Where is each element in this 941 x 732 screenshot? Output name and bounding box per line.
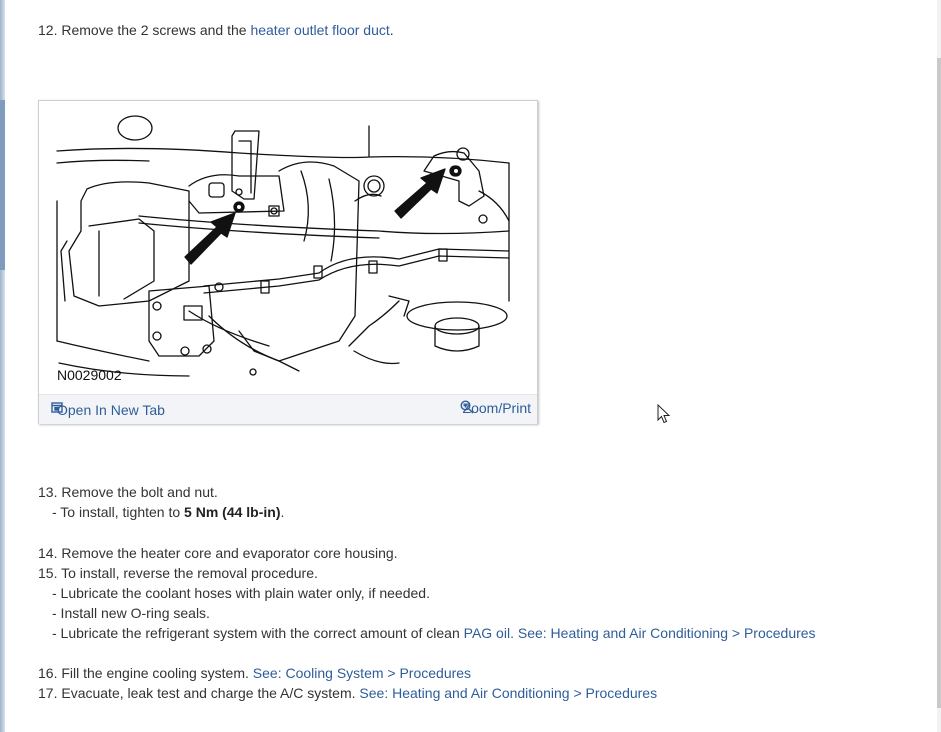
step-15-sub-3: - Lubricate the refrigerant system with …	[52, 623, 816, 643]
step-15-sub-3-sep: .	[510, 625, 518, 641]
step-12: 12. Remove the 2 screws and the heater o…	[38, 20, 394, 40]
step-13-text: 13. Remove the bolt and nut.	[38, 484, 218, 500]
step-14: 14. Remove the heater core and evaporato…	[38, 543, 398, 563]
step-17-text: 17. Evacuate, leak test and charge the A…	[38, 685, 360, 701]
left-frame-edge	[0, 0, 5, 732]
step-12-end: .	[389, 22, 394, 38]
procedure-figure: N0029002 Open In New Tab Zoom/Print	[38, 100, 538, 424]
vertical-scrollbar[interactable]	[937, 0, 941, 732]
cooling-system-procedures-link[interactable]: See: Cooling System > Procedures	[252, 665, 472, 681]
heater-outlet-floor-duct-link[interactable]: heater outlet floor duct	[250, 22, 390, 38]
step-14-text: 14. Remove the heater core and evaporato…	[38, 545, 398, 561]
step-17: 17. Evacuate, leak test and charge the A…	[38, 683, 657, 703]
zoom-print-button[interactable]: Zoom/Print	[460, 400, 531, 416]
left-frame-notch	[0, 100, 5, 270]
mouse-cursor-icon	[657, 403, 671, 427]
pag-oil-link[interactable]: PAG oil	[463, 625, 511, 641]
step-16: 16. Fill the engine cooling system. See:…	[38, 663, 471, 683]
step-16-text: 16. Fill the engine cooling system.	[38, 665, 253, 681]
open-in-new-tab-label: Open In New Tab	[57, 402, 165, 418]
zoom-print-label: Zoom/Print	[462, 400, 531, 416]
hvac-procedures-link-2[interactable]: See: Heating and Air Conditioning > Proc…	[359, 685, 658, 701]
step-13-install-note: - To install, tighten to 5 Nm (44 lb-in)…	[52, 502, 284, 522]
figure-toolbar: Open In New Tab Zoom/Print	[39, 394, 537, 424]
scrollbar-thumb[interactable]	[937, 58, 941, 708]
step-15-sub-1: - Lubricate the coolant hoses with plain…	[52, 583, 430, 603]
step-13-sub-prefix: - To install, tighten to	[52, 504, 185, 520]
heater-core-diagram	[56, 115, 510, 377]
step-15: 15. To install, reverse the removal proc…	[38, 563, 318, 583]
open-in-new-tab-button[interactable]: Open In New Tab	[51, 402, 165, 418]
hvac-procedures-link-1[interactable]: See: Heating and Air Conditioning > Proc…	[517, 625, 816, 641]
step-13: 13. Remove the bolt and nut.	[38, 482, 218, 502]
step-13-sub-end: .	[280, 504, 285, 520]
torque-value: 5 Nm (44 lb-in)	[184, 504, 281, 520]
step-15-sub-2-text: - Install new O-ring seals.	[52, 605, 210, 621]
step-15-sub-3-text: - Lubricate the refrigerant system with …	[52, 625, 464, 641]
step-12-text: 12. Remove the 2 screws and the	[38, 22, 251, 38]
step-15-text: 15. To install, reverse the removal proc…	[38, 565, 318, 581]
step-15-sub-1-text: - Lubricate the coolant hoses with plain…	[52, 585, 430, 601]
figure-id-label: N0029002	[57, 367, 122, 383]
step-15-sub-2: - Install new O-ring seals.	[52, 603, 210, 623]
